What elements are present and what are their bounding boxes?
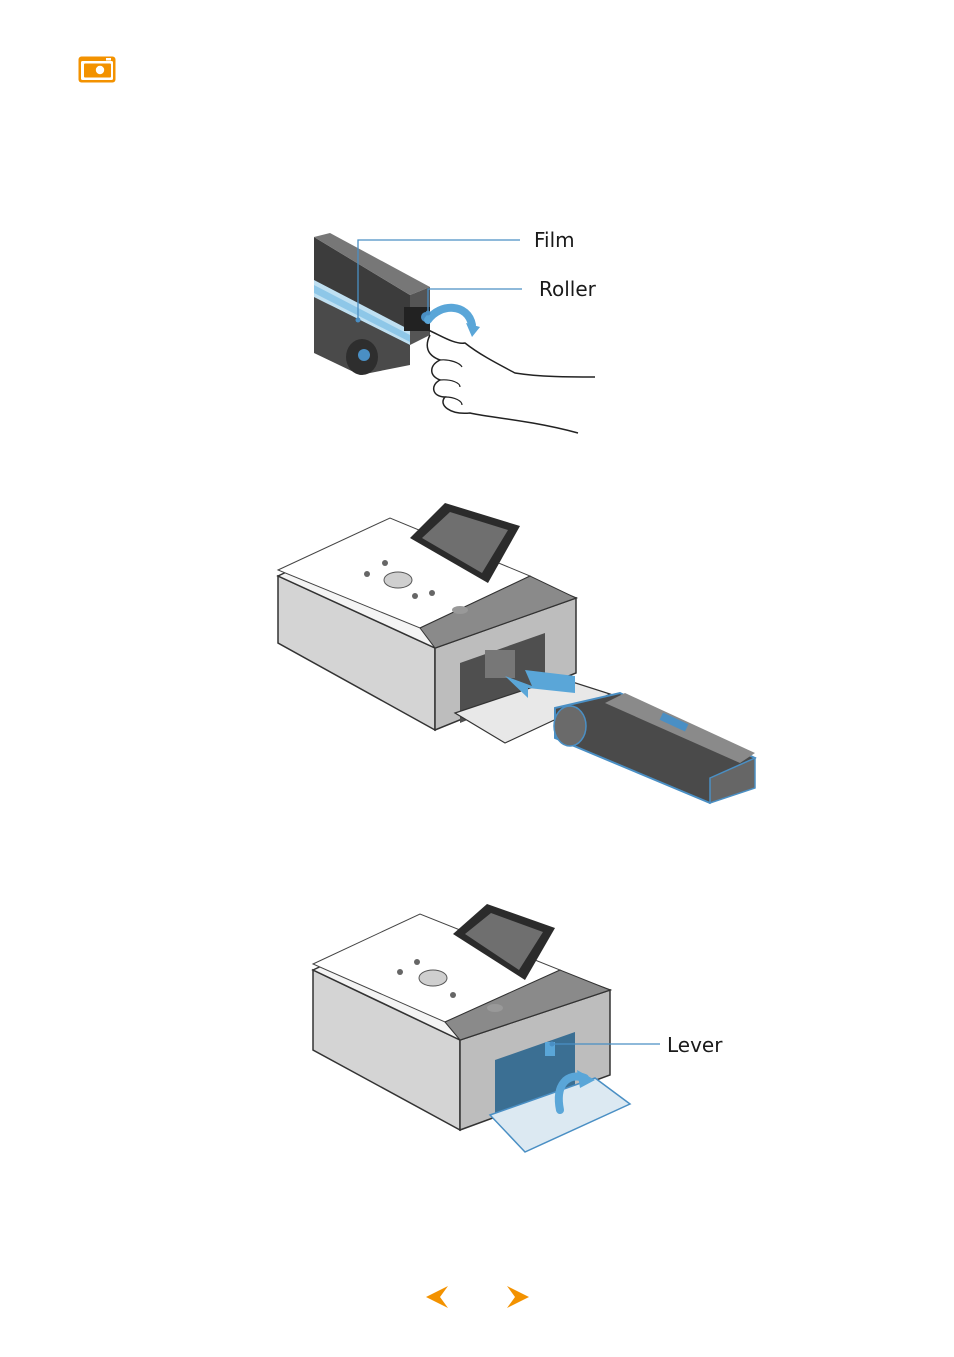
lever-label: Lever <box>667 1035 722 1055</box>
film-cartridge-illustration <box>300 225 620 440</box>
camera-icon <box>78 56 116 83</box>
next-page-button[interactable] <box>505 1284 531 1310</box>
insert-cartridge-illustration <box>270 498 770 818</box>
film-label: Film <box>534 230 575 250</box>
close-cover-illustration <box>305 900 635 1160</box>
roller-label: Roller <box>539 279 596 299</box>
chevron-right-icon <box>505 1284 531 1310</box>
previous-page-button[interactable] <box>424 1284 450 1310</box>
chevron-left-icon <box>424 1284 450 1310</box>
